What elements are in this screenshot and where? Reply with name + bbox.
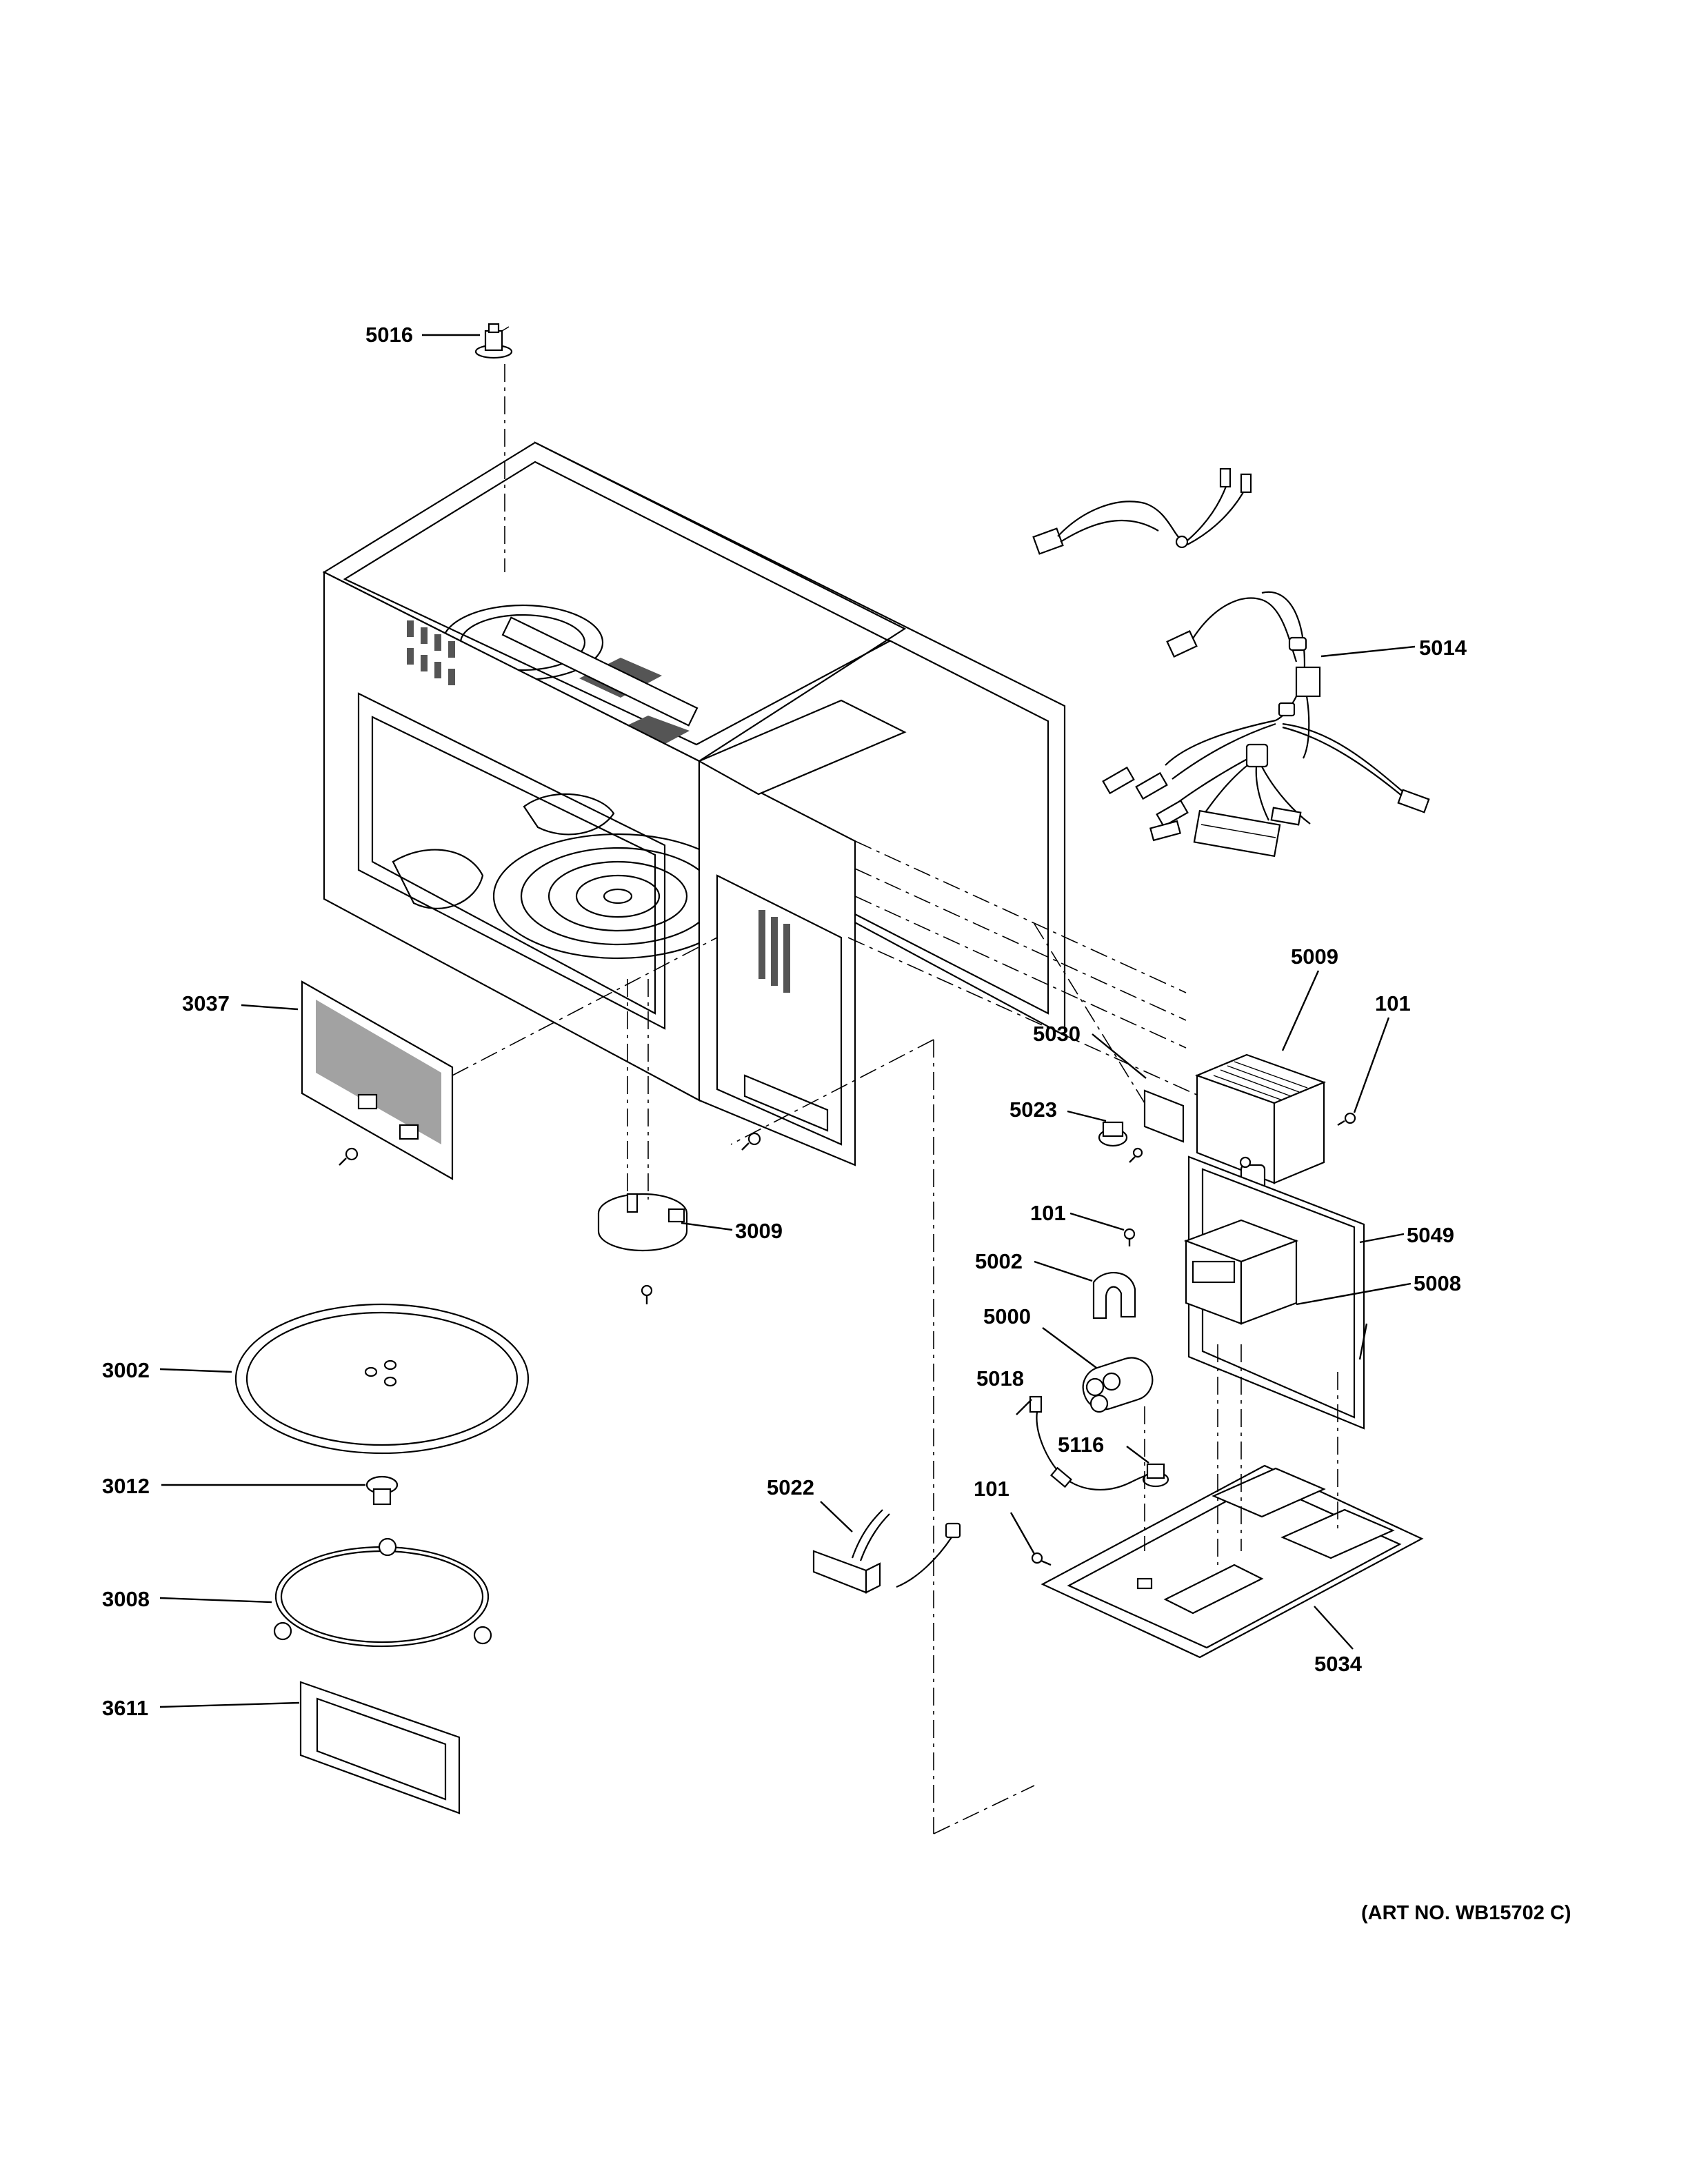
part-5014-wire-harness bbox=[1032, 467, 1430, 858]
part-5000-capacitor bbox=[1082, 1357, 1154, 1413]
callout-5000: 5000 bbox=[983, 1304, 1031, 1328]
callout-3009: 3009 bbox=[735, 1219, 783, 1243]
callout-101: 101 bbox=[974, 1477, 1009, 1501]
part-5022-switch bbox=[812, 1509, 961, 1594]
callout-5016: 5016 bbox=[365, 323, 413, 347]
callout-5023: 5023 bbox=[1009, 1098, 1057, 1122]
part-5023-thermostat bbox=[1098, 1121, 1143, 1163]
callout-101: 101 bbox=[1375, 991, 1411, 1015]
callout-101: 101 bbox=[1030, 1201, 1066, 1225]
screw-3037 bbox=[339, 1147, 359, 1166]
part-5034-base-plate bbox=[1041, 1464, 1424, 1659]
part-5008-transformer bbox=[1183, 1219, 1368, 1360]
part-3002-glass-tray bbox=[234, 1303, 530, 1455]
callout-5049: 5049 bbox=[1407, 1223, 1454, 1247]
callout-5009: 5009 bbox=[1291, 944, 1338, 969]
callout-3611: 3611 bbox=[102, 1696, 148, 1720]
callout-5022: 5022 bbox=[767, 1475, 814, 1499]
part-3009-motor bbox=[597, 1193, 688, 1304]
screw-101-base bbox=[1031, 1552, 1052, 1566]
callout-5030: 5030 bbox=[1033, 1022, 1081, 1046]
callout-3002: 3002 bbox=[102, 1358, 150, 1382]
part-3012-coupler bbox=[365, 1475, 399, 1506]
callout-5014: 5014 bbox=[1419, 636, 1467, 660]
assembly-lines bbox=[452, 364, 1338, 1834]
callout-labels: 5016 5014 5009 101 5030 5023 3037 3009 1… bbox=[102, 323, 1467, 1720]
part-cavity-chassis bbox=[322, 441, 1066, 1166]
callout-5008: 5008 bbox=[1414, 1271, 1461, 1295]
screw-101-magnetron bbox=[1337, 1112, 1356, 1126]
leader-lines bbox=[159, 334, 1416, 1708]
callout-5034: 5034 bbox=[1314, 1652, 1363, 1676]
screw-cavity bbox=[741, 1132, 761, 1151]
part-3611-cover bbox=[299, 1681, 461, 1814]
callout-5116: 5116 bbox=[1058, 1433, 1104, 1457]
part-5116-fuse bbox=[1142, 1463, 1169, 1488]
part-5016-thermostat bbox=[474, 323, 513, 359]
callout-3008: 3008 bbox=[102, 1587, 150, 1611]
callout-5002: 5002 bbox=[975, 1249, 1023, 1273]
part-5030-bracket bbox=[1143, 1089, 1185, 1143]
part-5002-bracket bbox=[1092, 1272, 1136, 1320]
part-3008-roller-ring bbox=[273, 1537, 492, 1648]
screw-101-capacitor bbox=[1123, 1228, 1136, 1246]
part-3037-grille bbox=[301, 980, 454, 1180]
callout-3037: 3037 bbox=[182, 991, 230, 1015]
part-5009-magnetron bbox=[1194, 1053, 1327, 1194]
art-number: (ART NO. WB15702 C) bbox=[1361, 1902, 1571, 1924]
callout-5018: 5018 bbox=[976, 1366, 1024, 1391]
callout-3012: 3012 bbox=[102, 1474, 150, 1498]
